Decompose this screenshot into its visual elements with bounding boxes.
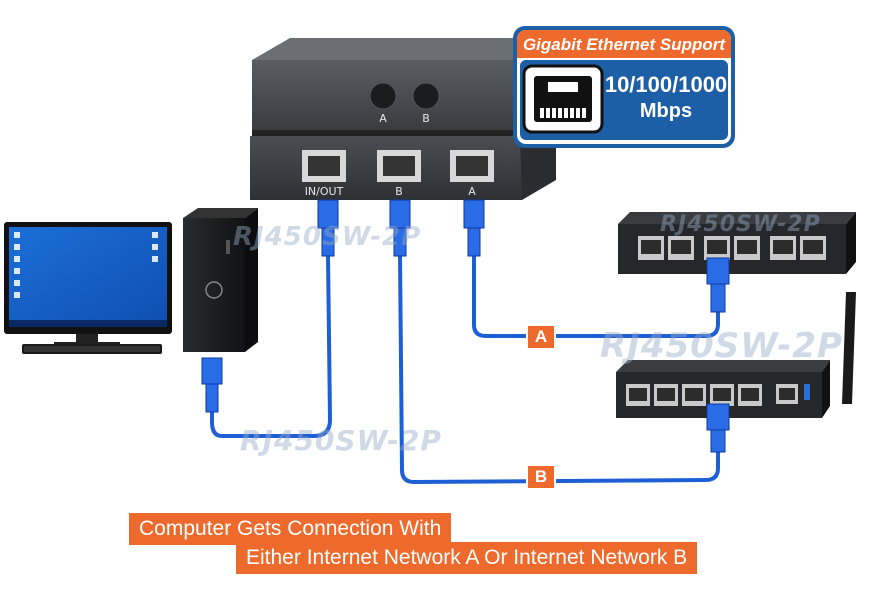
port-label-b: B xyxy=(395,185,403,198)
switch-button-label-b: B xyxy=(422,112,430,125)
badge-title: Gigabit Ethernet Support xyxy=(522,35,726,54)
caption-line-2: Either Internet Network A Or Internet Ne… xyxy=(236,542,698,574)
watermark-1: RJ450SW-2P xyxy=(233,222,422,252)
connection-label-a: A xyxy=(526,324,556,350)
port-label-in-out: IN/OUT xyxy=(304,185,344,198)
badge-speed-unit: Mbps xyxy=(639,100,693,122)
network-switch-a xyxy=(618,212,856,274)
gigabit-badge: Gigabit Ethernet Support 10/100/1000 Mbp… xyxy=(515,28,733,146)
switch-button-label-a: A xyxy=(379,112,387,125)
port-label-a: A xyxy=(468,185,476,198)
watermark-4: RJ450SW-2P xyxy=(240,424,442,457)
watermark-2: RJ450SW-2P xyxy=(660,212,821,237)
computer-monitor xyxy=(4,222,172,354)
antenna-icon xyxy=(842,292,856,404)
badge-speed-rate: 10/100/1000 xyxy=(604,72,728,97)
watermark-3: RJ450SW-2P xyxy=(600,326,843,366)
connection-label-b: B xyxy=(526,464,556,490)
ethernet-cables xyxy=(210,253,720,484)
cable-connectors xyxy=(201,199,730,453)
caption-line-1: Computer Gets Connection With xyxy=(129,513,452,545)
ethernet-port-icon xyxy=(522,64,604,134)
computer-tower xyxy=(183,208,258,352)
router-b xyxy=(616,360,830,418)
